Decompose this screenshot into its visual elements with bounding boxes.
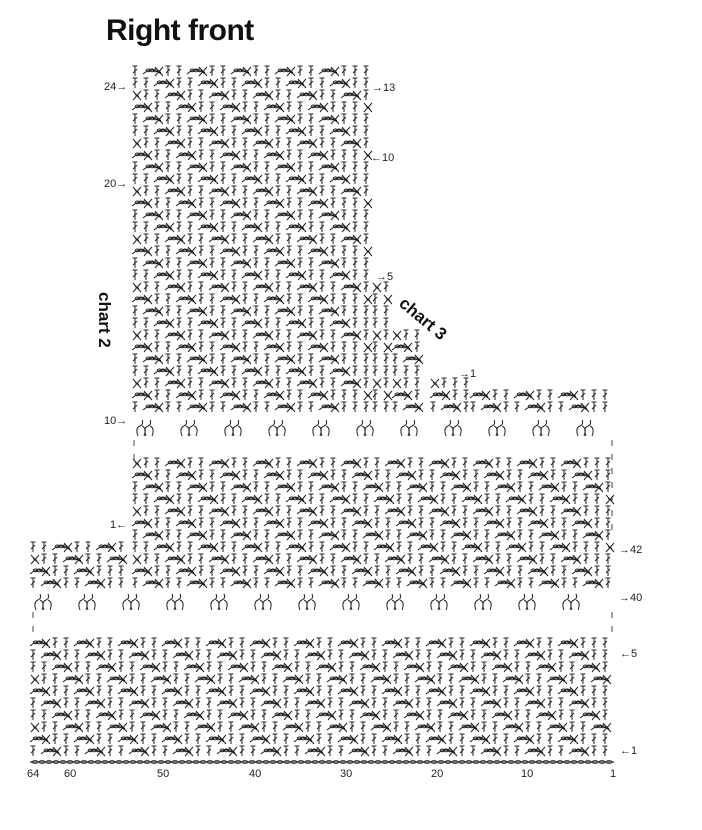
row-marker-step-1: 1←: [110, 519, 127, 531]
stitch-num-50: 50: [157, 768, 169, 780]
row-marker-13: →13: [372, 82, 395, 94]
row-marker-20: 20→: [104, 178, 127, 190]
row-marker-24: 24→: [104, 81, 127, 93]
row-marker-40: →40: [619, 592, 642, 604]
row-marker-r10: ←10: [371, 152, 394, 164]
stitch-num-64: 64: [27, 768, 39, 780]
break-lines: [32, 440, 613, 636]
chart-2-label: chart 2: [95, 292, 114, 348]
row-marker-b5: ←5: [620, 648, 637, 660]
stitch-grid: [29, 65, 615, 764]
chart-3-label: chart 3: [395, 294, 450, 344]
row-marker-b1: ←1: [620, 745, 637, 757]
stitch-num-40: 40: [249, 768, 261, 780]
row-marker-10: 10→: [104, 415, 127, 427]
stitch-num-20: 20: [431, 768, 443, 780]
stitch-num-60: 60: [64, 768, 76, 780]
row-marker-r5: →5: [376, 271, 393, 283]
stitch-num-1: 1: [610, 768, 616, 780]
chart-title: Right front: [106, 14, 254, 47]
row-marker-r1: →1: [459, 368, 476, 380]
chart-labels: 24→ 20→ 10→ →13 ←10 →5 →1 1← →42 →40 ←5 …: [27, 81, 642, 780]
row-marker-42: →42: [619, 544, 642, 556]
stitch-num-30: 30: [340, 768, 352, 780]
stitch-num-10: 10: [521, 768, 533, 780]
